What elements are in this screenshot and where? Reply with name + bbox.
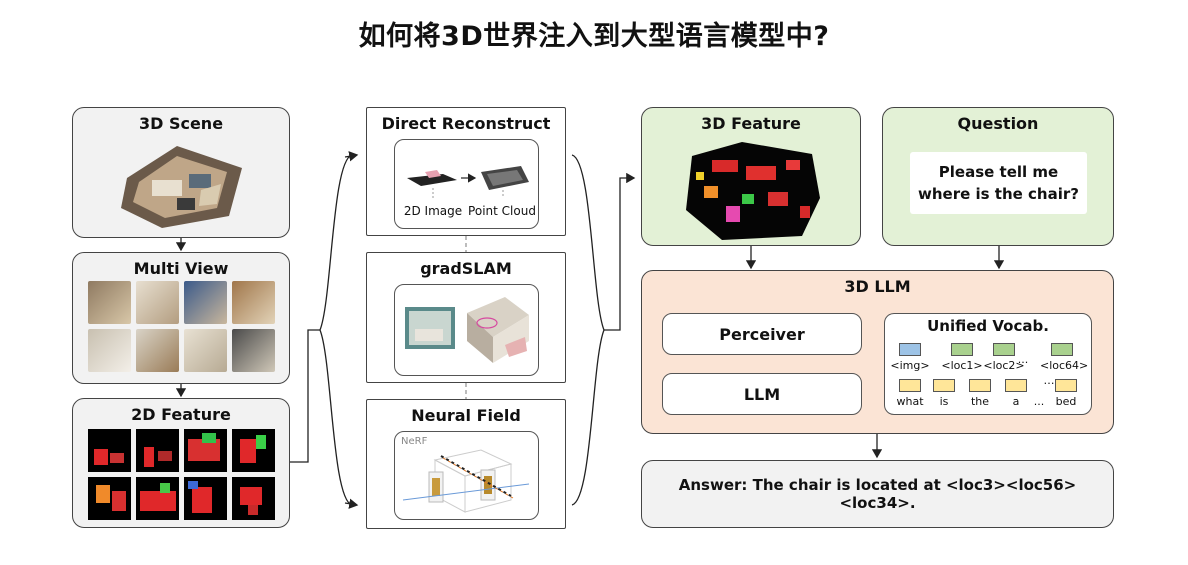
token-the <box>969 379 991 392</box>
view-thumb-4 <box>232 281 275 324</box>
answer-box: Answer: The chair is located at <loc3><l… <box>641 460 1114 528</box>
token-label-loc1: <loc1> <box>941 359 983 372</box>
direct-reconstruct-title: Direct Reconstruct <box>381 114 551 133</box>
token-label-the: the <box>970 395 990 408</box>
llm-3d-title: 3D LLM <box>844 277 911 296</box>
scene-3d-title: 3D Scene <box>138 114 224 133</box>
gradslam-box: gradSLAM <box>366 252 566 383</box>
token-label-what: what <box>896 395 924 408</box>
view-thumb-5 <box>88 329 131 372</box>
feature-2d-masks <box>88 429 275 520</box>
token-label-img: <img> <box>890 359 930 372</box>
llm-3d-box: 3D LLM Perceiver LLM Unified Vocab. <img… <box>641 270 1114 434</box>
view-thumb-6 <box>136 329 179 372</box>
direct-label-point-cloud: Point Cloud <box>468 204 536 218</box>
multi-view-box: Multi View <box>72 252 290 384</box>
neural-field-title: Neural Field <box>411 406 521 425</box>
answer-text: Answer: The chair is located at <loc3><l… <box>678 476 1077 512</box>
question-title: Question <box>957 114 1039 133</box>
direct-reconstruct-panel: 2D Image Point Cloud <box>394 139 539 229</box>
feature-3d-image <box>686 142 820 240</box>
scene-3d-box: 3D Scene <box>72 107 290 238</box>
token-label-loc64: <loc64> <box>1040 359 1089 372</box>
direct-reconstruct-illustration <box>407 166 529 198</box>
token-label-ellipsis-1: ... <box>1017 353 1029 366</box>
token-loc1 <box>951 343 973 356</box>
page-title: 如何将3D世界注入到大型语言模型中? <box>358 21 830 52</box>
question-text: Please tell me where is the chair? <box>910 152 1087 214</box>
feature-3d-title: 3D Feature <box>701 114 801 133</box>
gradslam-illustration <box>405 297 529 363</box>
token-loc2 <box>993 343 1015 356</box>
question-box: Question Please tell me where is the cha… <box>882 107 1114 246</box>
token-img <box>899 343 921 356</box>
perceiver-block: Perceiver <box>662 313 862 355</box>
direct-reconstruct-box: Direct Reconstruct 2D Image Point Cloud <box>366 107 566 236</box>
neural-field-panel: NeRF <box>394 431 539 520</box>
llm-block: LLM <box>662 373 862 415</box>
view-thumb-1 <box>88 281 131 324</box>
token-bed <box>1055 379 1077 392</box>
token-label-ellipsis-2: ... <box>1033 395 1045 408</box>
feature-2d-box: 2D Feature <box>72 398 290 528</box>
token-label-a: a <box>1012 395 1020 408</box>
neural-field-box: Neural Field NeRF <box>366 399 566 529</box>
token-ellipsis-mark: … <box>1043 374 1055 387</box>
view-thumb-2 <box>136 281 179 324</box>
gradslam-panel <box>394 284 539 376</box>
feature-2d-title: 2D Feature <box>131 405 231 424</box>
multi-view-title: Multi View <box>133 259 229 278</box>
view-thumb-7 <box>184 329 227 372</box>
nerf-illustration <box>402 449 530 513</box>
token-label-loc2: <loc2> <box>983 359 1025 372</box>
gradslam-title: gradSLAM <box>420 259 512 278</box>
view-thumb-8 <box>232 329 275 372</box>
scene-3d-image <box>121 146 242 228</box>
token-loc64 <box>1051 343 1073 356</box>
view-thumb-3 <box>184 281 227 324</box>
token-what <box>899 379 921 392</box>
token-a <box>1005 379 1027 392</box>
unified-vocab-panel: Unified Vocab. <img> <loc1> <loc2> ... <… <box>884 313 1092 415</box>
token-label-bed: bed <box>1055 395 1077 408</box>
nerf-label: NeRF <box>401 436 428 447</box>
unified-vocab-title: Unified Vocab. <box>927 317 1049 335</box>
token-is <box>933 379 955 392</box>
feature-3d-box: 3D Feature <box>641 107 861 246</box>
direct-label-2d-image: 2D Image <box>403 204 463 218</box>
token-label-is: is <box>939 395 949 408</box>
